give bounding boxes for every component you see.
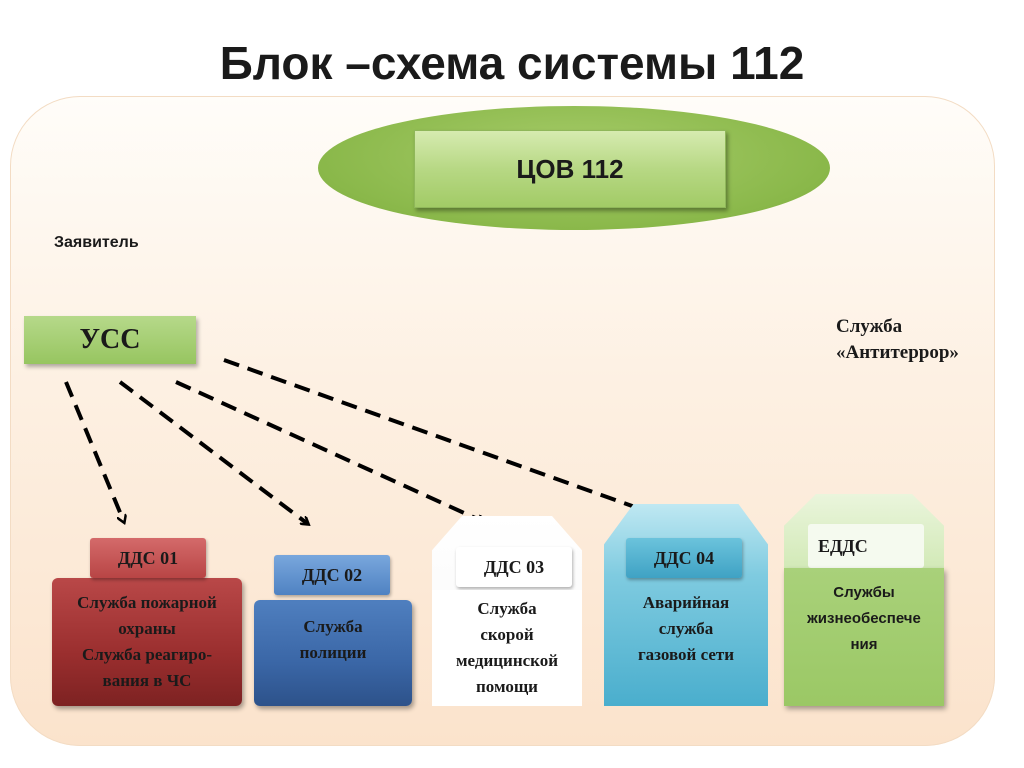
tab-dds03: ДДС 03 bbox=[456, 547, 572, 587]
antiterror-label: Служба «Антитеррор» bbox=[836, 314, 959, 366]
service-line: Служба реагиро- bbox=[81, 645, 213, 664]
service-line: вания в ЧС bbox=[102, 671, 192, 690]
service-line: Служба bbox=[303, 617, 363, 636]
service-shape-dds04 bbox=[604, 504, 768, 706]
service-card-dds03: Служба скорой медицинской помощи bbox=[432, 590, 582, 706]
service-line: Служба пожарной bbox=[77, 593, 217, 612]
service-line: ния bbox=[850, 636, 878, 653]
tab-dds04: ДДС 04 bbox=[626, 538, 742, 578]
arrow-to-dds01 bbox=[64, 381, 124, 522]
tab-dds01: ДДС 01 bbox=[90, 538, 206, 578]
service-line: газовой сети bbox=[637, 645, 735, 664]
service-line: медицинской bbox=[455, 651, 559, 670]
applicant-label: Заявитель bbox=[54, 234, 139, 251]
service-line: служба bbox=[658, 619, 714, 638]
service-line: Аварийная bbox=[642, 593, 730, 612]
service-line: скорой bbox=[480, 625, 534, 644]
arrow-to-dds03 bbox=[175, 380, 484, 522]
arrow-to-dds04 bbox=[223, 358, 660, 516]
tab-dds02: ДДС 02 bbox=[274, 555, 390, 595]
antiterror-line-1: Служба bbox=[836, 316, 903, 337]
antiterror-line-2: «Антитеррор» bbox=[836, 342, 959, 363]
service-card-dds02: Служба полиции bbox=[254, 600, 412, 706]
service-card-edds: Службы жизнеобеспече ния bbox=[784, 568, 944, 706]
cov-112-box: ЦОВ 112 bbox=[414, 130, 726, 208]
service-line: Службы bbox=[833, 584, 895, 601]
service-line: жизнеобеспече bbox=[807, 610, 921, 627]
service-card-dds04: Аварийная служба газовой сети bbox=[604, 580, 768, 706]
service-line: охраны bbox=[118, 619, 176, 638]
service-card-dds01: Служба пожарной охраны Служба реагиро- в… bbox=[52, 578, 242, 706]
ucc-box: УСС bbox=[24, 316, 196, 364]
arrow-to-dds02 bbox=[118, 380, 308, 524]
tab-edds: ЕДДС bbox=[808, 524, 924, 568]
service-line: полиции bbox=[299, 643, 367, 662]
diagram-title: Блок –схема системы 112 bbox=[219, 37, 805, 89]
service-line: помощи bbox=[476, 677, 538, 696]
service-line: Служба bbox=[477, 599, 537, 618]
